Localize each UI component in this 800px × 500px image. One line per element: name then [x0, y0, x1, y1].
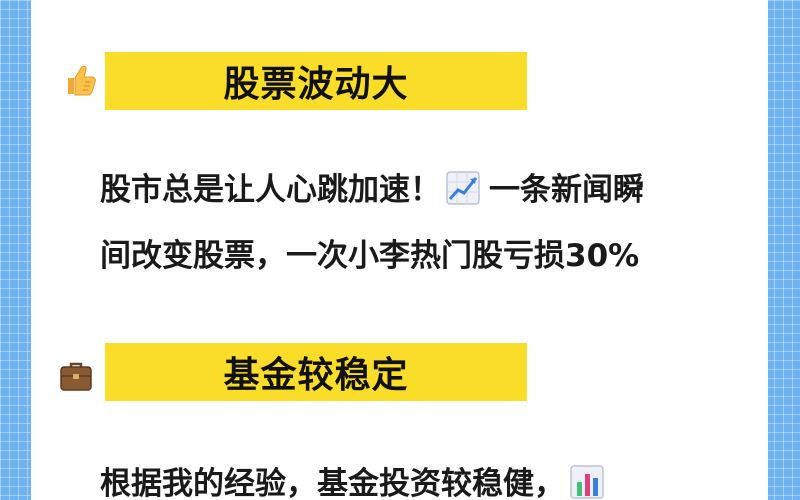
- paragraph-text: 间改变股票，一次小李热门股亏损30%: [100, 238, 640, 274]
- thumbs-up-icon: [62, 62, 98, 98]
- bar-chart-icon: [569, 464, 605, 500]
- section-title-stocks: 股票波动大: [223, 64, 409, 105]
- section-banner-funds: 基金较稳定: [105, 343, 527, 401]
- section-title-funds: 基金较稳定: [223, 355, 409, 396]
- briefcase-icon: [58, 358, 94, 394]
- paragraph-text: 一条新闻瞬: [489, 172, 644, 208]
- paragraph-text: 根据我的经验，基金投资较稳健，: [100, 466, 565, 500]
- paragraph-line: 根据我的经验，基金投资较稳健，: [100, 464, 613, 500]
- paragraph-text: 股市总是让人心跳加速！: [100, 172, 441, 208]
- paragraph-line: 股市总是让人心跳加速！ 一条新闻瞬: [100, 170, 644, 210]
- paragraph-line: 间改变股票，一次小李热门股亏损30%: [100, 236, 639, 276]
- chart-increasing-icon: [445, 170, 481, 206]
- section-banner-stocks: 股票波动大: [105, 52, 527, 110]
